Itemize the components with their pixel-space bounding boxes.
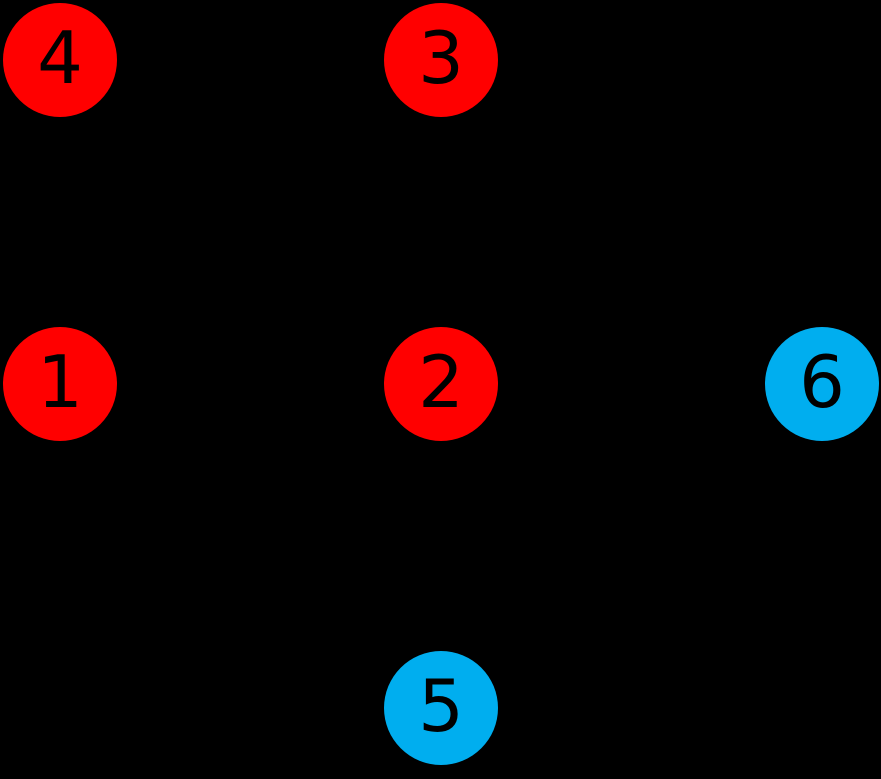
graph-node-label-5: 5 xyxy=(418,664,464,748)
graph-node-4[interactable]: 4 xyxy=(3,3,117,117)
graph-node-3[interactable]: 3 xyxy=(384,3,498,117)
graph-node-2[interactable]: 2 xyxy=(384,327,498,441)
graph-node-label-1: 1 xyxy=(37,340,83,424)
graph-node-5[interactable]: 5 xyxy=(384,651,498,765)
graph-node-6[interactable]: 6 xyxy=(765,327,879,441)
graph-node-label-2: 2 xyxy=(418,340,464,424)
graph-node-label-3: 3 xyxy=(418,16,464,100)
graph-node-label-6: 6 xyxy=(799,340,845,424)
graph-node-label-4: 4 xyxy=(37,16,83,100)
graph-node-1[interactable]: 1 xyxy=(3,327,117,441)
